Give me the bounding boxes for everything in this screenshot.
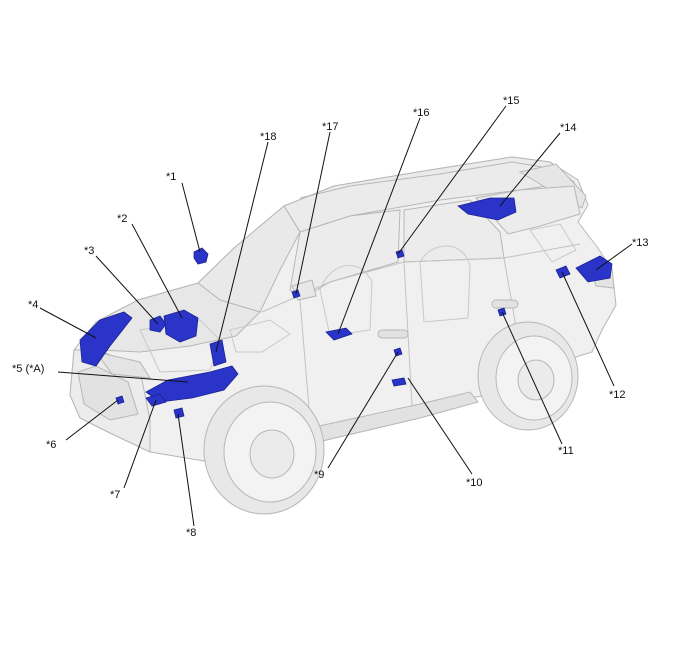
door-handles (377, 299, 519, 339)
callout-c6: *6 (46, 439, 56, 451)
leader-c9 (327, 351, 399, 469)
callout-c2: *2 (117, 213, 127, 225)
part-12-module (555, 265, 571, 279)
callout-c9: *9 (314, 469, 324, 481)
callout-c17: *17 (322, 121, 339, 133)
callout-c12: *12 (609, 389, 626, 401)
leader-c12 (561, 271, 615, 387)
part-2-unit (163, 309, 199, 343)
wheels (203, 321, 579, 515)
part-10-module (391, 377, 407, 387)
headlight (94, 351, 151, 379)
roof-rail (299, 161, 549, 199)
leader-c15 (397, 105, 507, 255)
front-door-handle (377, 329, 409, 339)
callout-c1: *1 (166, 171, 176, 183)
callout-c15: *15 (503, 95, 520, 107)
part-4-headlamp (79, 311, 133, 367)
leader-c6 (65, 399, 119, 441)
leader-c14 (499, 132, 561, 207)
leader-c11 (501, 311, 563, 445)
callout-c5: *5 (*A) (12, 363, 44, 375)
leader-c1 (181, 182, 201, 253)
callout-c13: *13 (632, 237, 649, 249)
part-8-sensor (173, 407, 185, 419)
front-door-window (289, 209, 401, 301)
part-1-sensor (193, 247, 209, 265)
part-18-unit (209, 339, 227, 367)
callout-c7: *7 (110, 489, 120, 501)
part-13-lamp (575, 255, 613, 283)
callout-c4: *4 (28, 299, 38, 311)
front-wheel (203, 385, 325, 515)
leader-c3 (95, 255, 159, 325)
callout-c18: *18 (260, 131, 277, 143)
leader-c8 (177, 413, 195, 527)
leader-c17 (295, 131, 331, 295)
callout-c3: *3 (84, 245, 94, 257)
callout-c8: *8 (186, 527, 196, 539)
leader-c7 (123, 399, 157, 489)
leader-c5 (57, 371, 189, 383)
leader-c4 (39, 307, 97, 339)
callout-labels: *1 *2 *3 *4 *5 (*A) *6 *7 *8 *9 *10 *11 … (12, 95, 649, 539)
leader-c13 (595, 243, 633, 271)
rear-door-handle (491, 299, 519, 309)
part-5-assembly (145, 365, 239, 403)
leader-lines (39, 105, 633, 527)
rear-wheel (477, 321, 579, 431)
callout-c16: *16 (413, 107, 430, 119)
callout-c11: *11 (558, 445, 574, 457)
leader-c2 (131, 223, 183, 319)
part-6-sensor (115, 395, 125, 405)
callout-c14: *14 (560, 122, 577, 134)
callout-c10: *10 (466, 477, 483, 489)
leader-c10 (407, 377, 473, 475)
leader-c16 (337, 117, 421, 335)
highlighted-components (79, 197, 613, 419)
leader-c18 (215, 141, 269, 353)
